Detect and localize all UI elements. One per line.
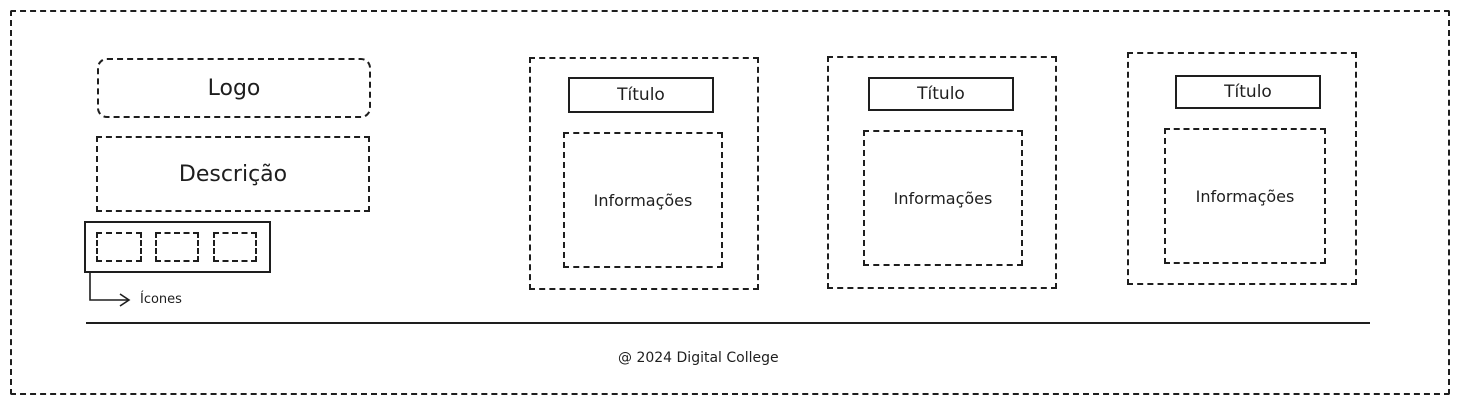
logo-label: Logo	[207, 75, 261, 101]
info-column: Título Informações	[1127, 52, 1357, 285]
column-info-box: Informações	[563, 132, 723, 268]
description-label: Descrição	[178, 161, 288, 187]
column-info-box: Informações	[863, 130, 1023, 266]
icons-group	[84, 221, 271, 273]
column-title-box: Título	[868, 77, 1014, 111]
column-info: Informações	[893, 188, 993, 208]
logo-box: Logo	[97, 58, 371, 118]
social-icon[interactable]	[96, 232, 142, 262]
column-title: Título	[1224, 82, 1272, 102]
copyright-text: @ 2024 Digital College	[618, 350, 779, 366]
info-column: Título Informações	[827, 56, 1057, 289]
column-title-box: Título	[1175, 75, 1321, 109]
column-info: Informações	[1195, 186, 1295, 206]
column-title-box: Título	[568, 77, 714, 113]
footer-wireframe	[10, 10, 1450, 395]
info-column: Título Informações	[529, 57, 759, 290]
column-info: Informações	[593, 190, 693, 210]
description-box: Descrição	[96, 136, 370, 212]
footer-divider	[86, 322, 1370, 324]
column-info-box: Informações	[1164, 128, 1326, 264]
icons-annotation-arrow-icon	[89, 272, 131, 307]
column-title: Título	[917, 84, 965, 104]
icons-annotation-label: Ícones	[140, 292, 182, 307]
social-icon[interactable]	[155, 232, 199, 262]
social-icon[interactable]	[213, 232, 257, 262]
column-title: Título	[617, 85, 665, 105]
